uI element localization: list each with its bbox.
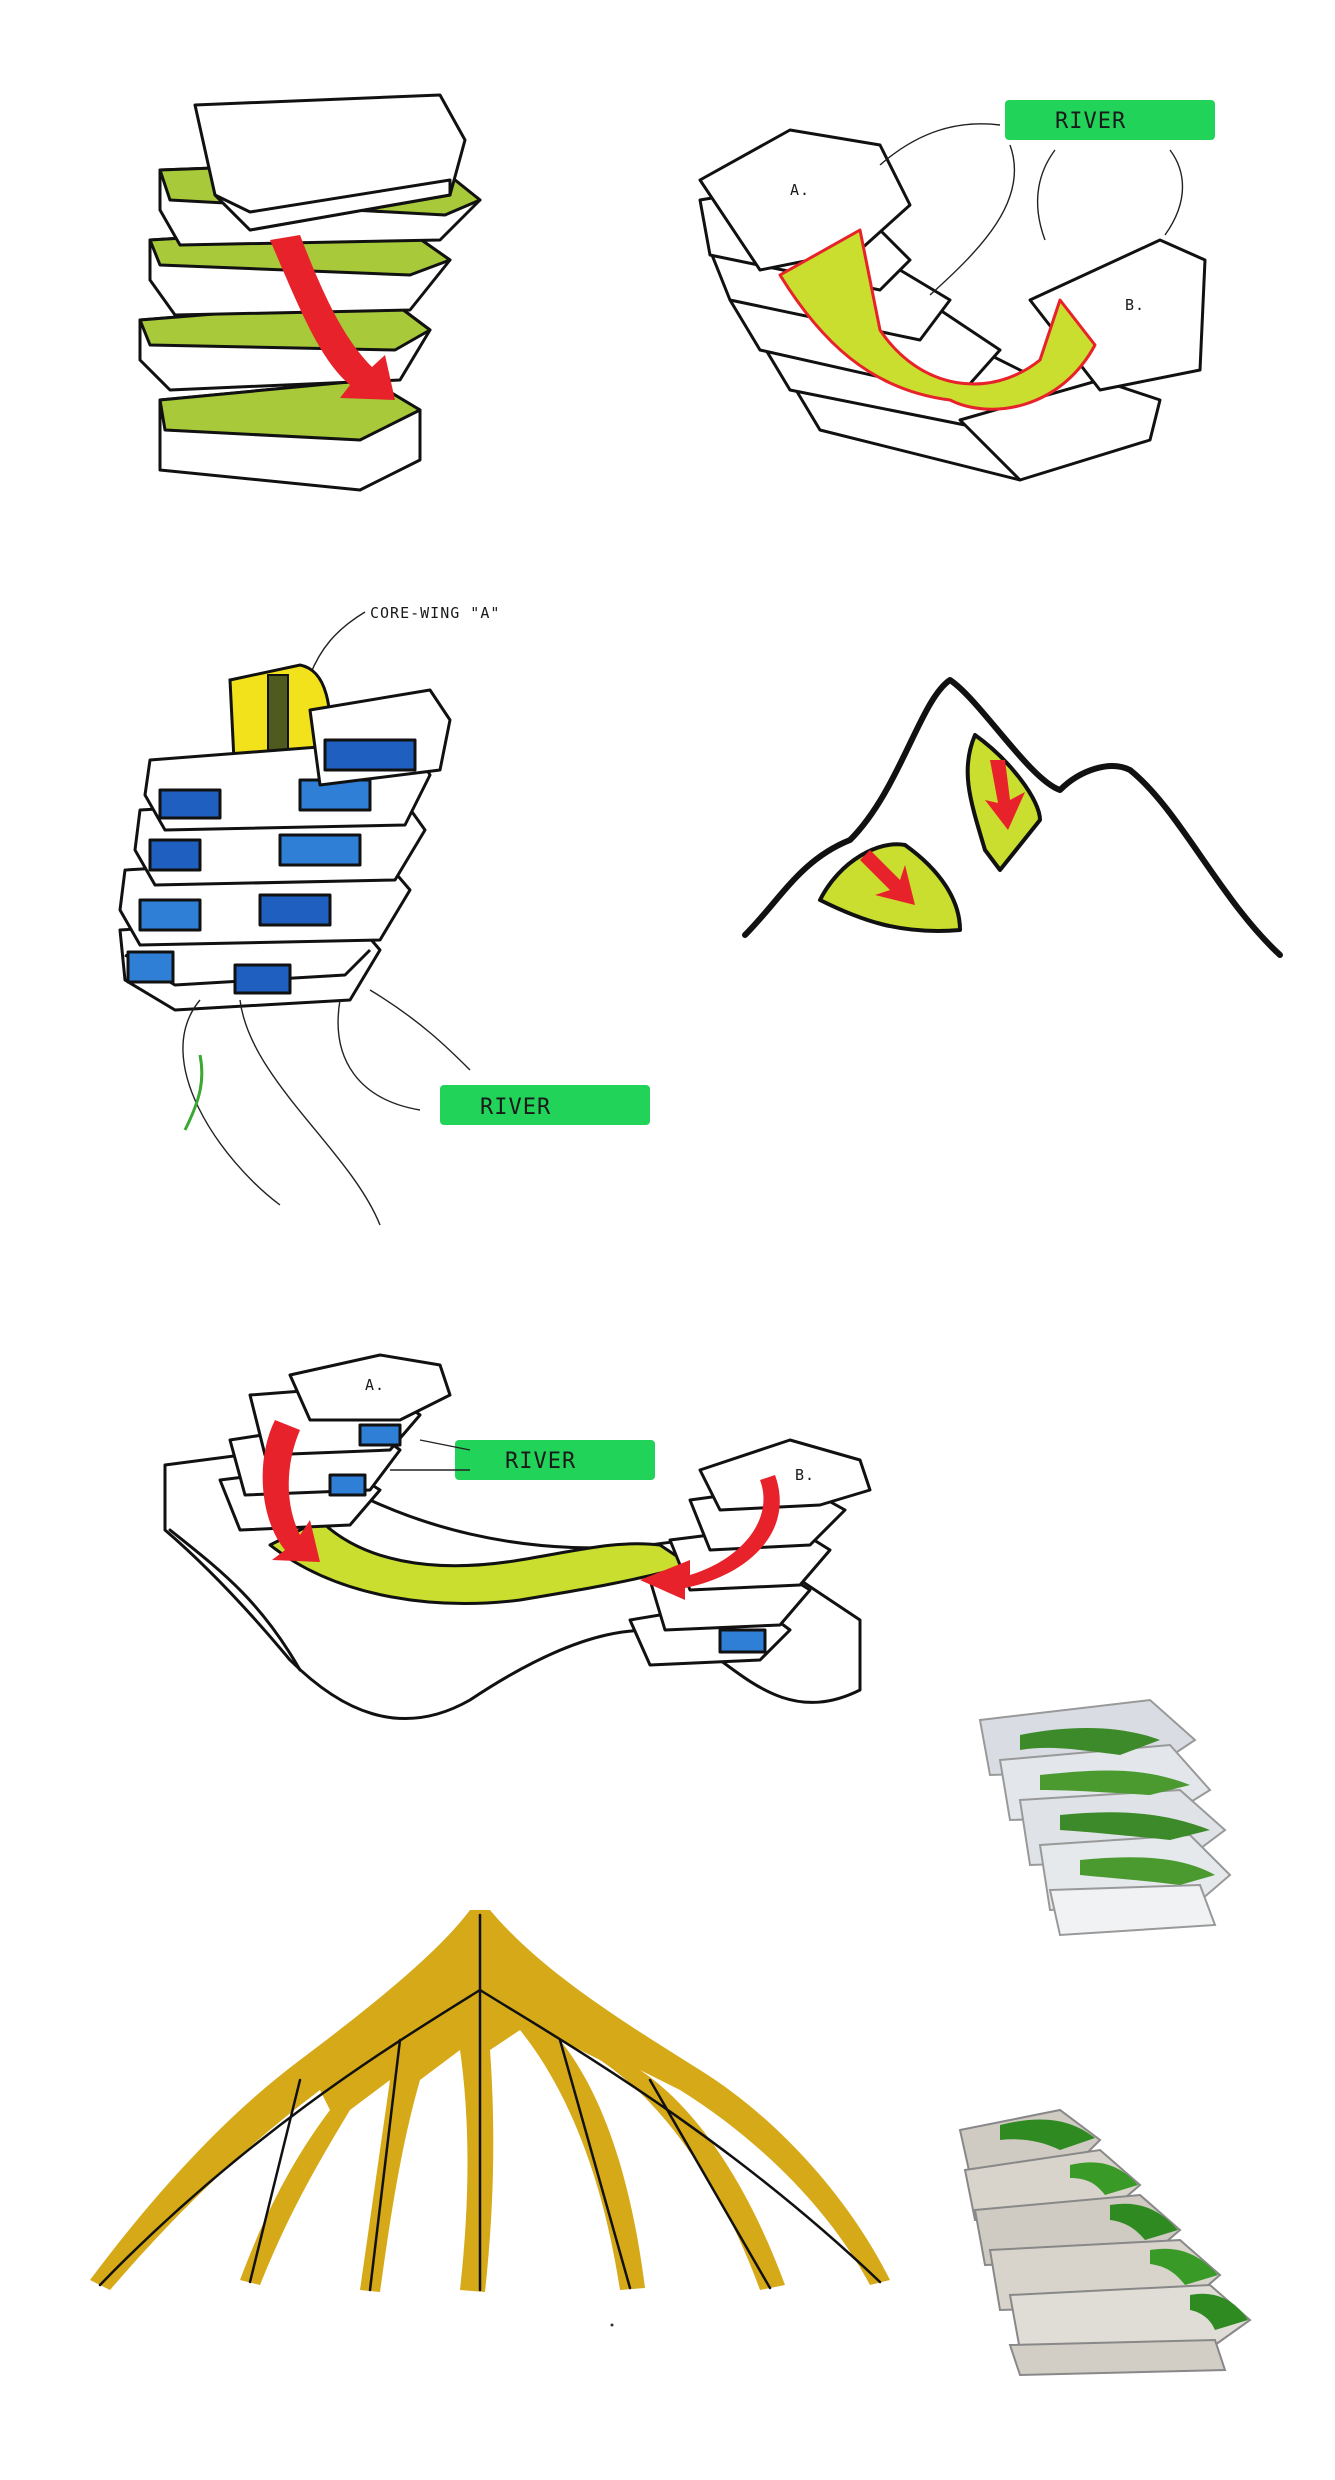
root-network-diagram bbox=[90, 1910, 890, 2327]
stacked-terrace-sketch bbox=[140, 95, 480, 490]
core-wing-facade-sketch: CORE-WING "A" RIVER bbox=[120, 604, 650, 1225]
wing-a-label-1: A. bbox=[790, 181, 810, 199]
mountain-sketch bbox=[745, 680, 1280, 955]
wing-a-label-2: A. bbox=[365, 1376, 385, 1394]
terrace-model-photo-1 bbox=[980, 1700, 1230, 1935]
landscape-two-wing-sketch: A. B. RIVER bbox=[165, 1355, 870, 1719]
two-wing-plan-sketch: RIVER A. B. bbox=[700, 100, 1215, 480]
terrace-model-photo-2 bbox=[960, 2110, 1250, 2375]
wing-b-label-2: B. bbox=[795, 1466, 815, 1484]
wing-b-label-1: B. bbox=[1125, 296, 1145, 314]
river-label-3: RIVER bbox=[505, 1449, 576, 1474]
river-label-1: RIVER bbox=[1055, 109, 1126, 134]
core-wing-label: CORE-WING "A" bbox=[370, 604, 500, 622]
river-label-2: RIVER bbox=[480, 1095, 551, 1120]
